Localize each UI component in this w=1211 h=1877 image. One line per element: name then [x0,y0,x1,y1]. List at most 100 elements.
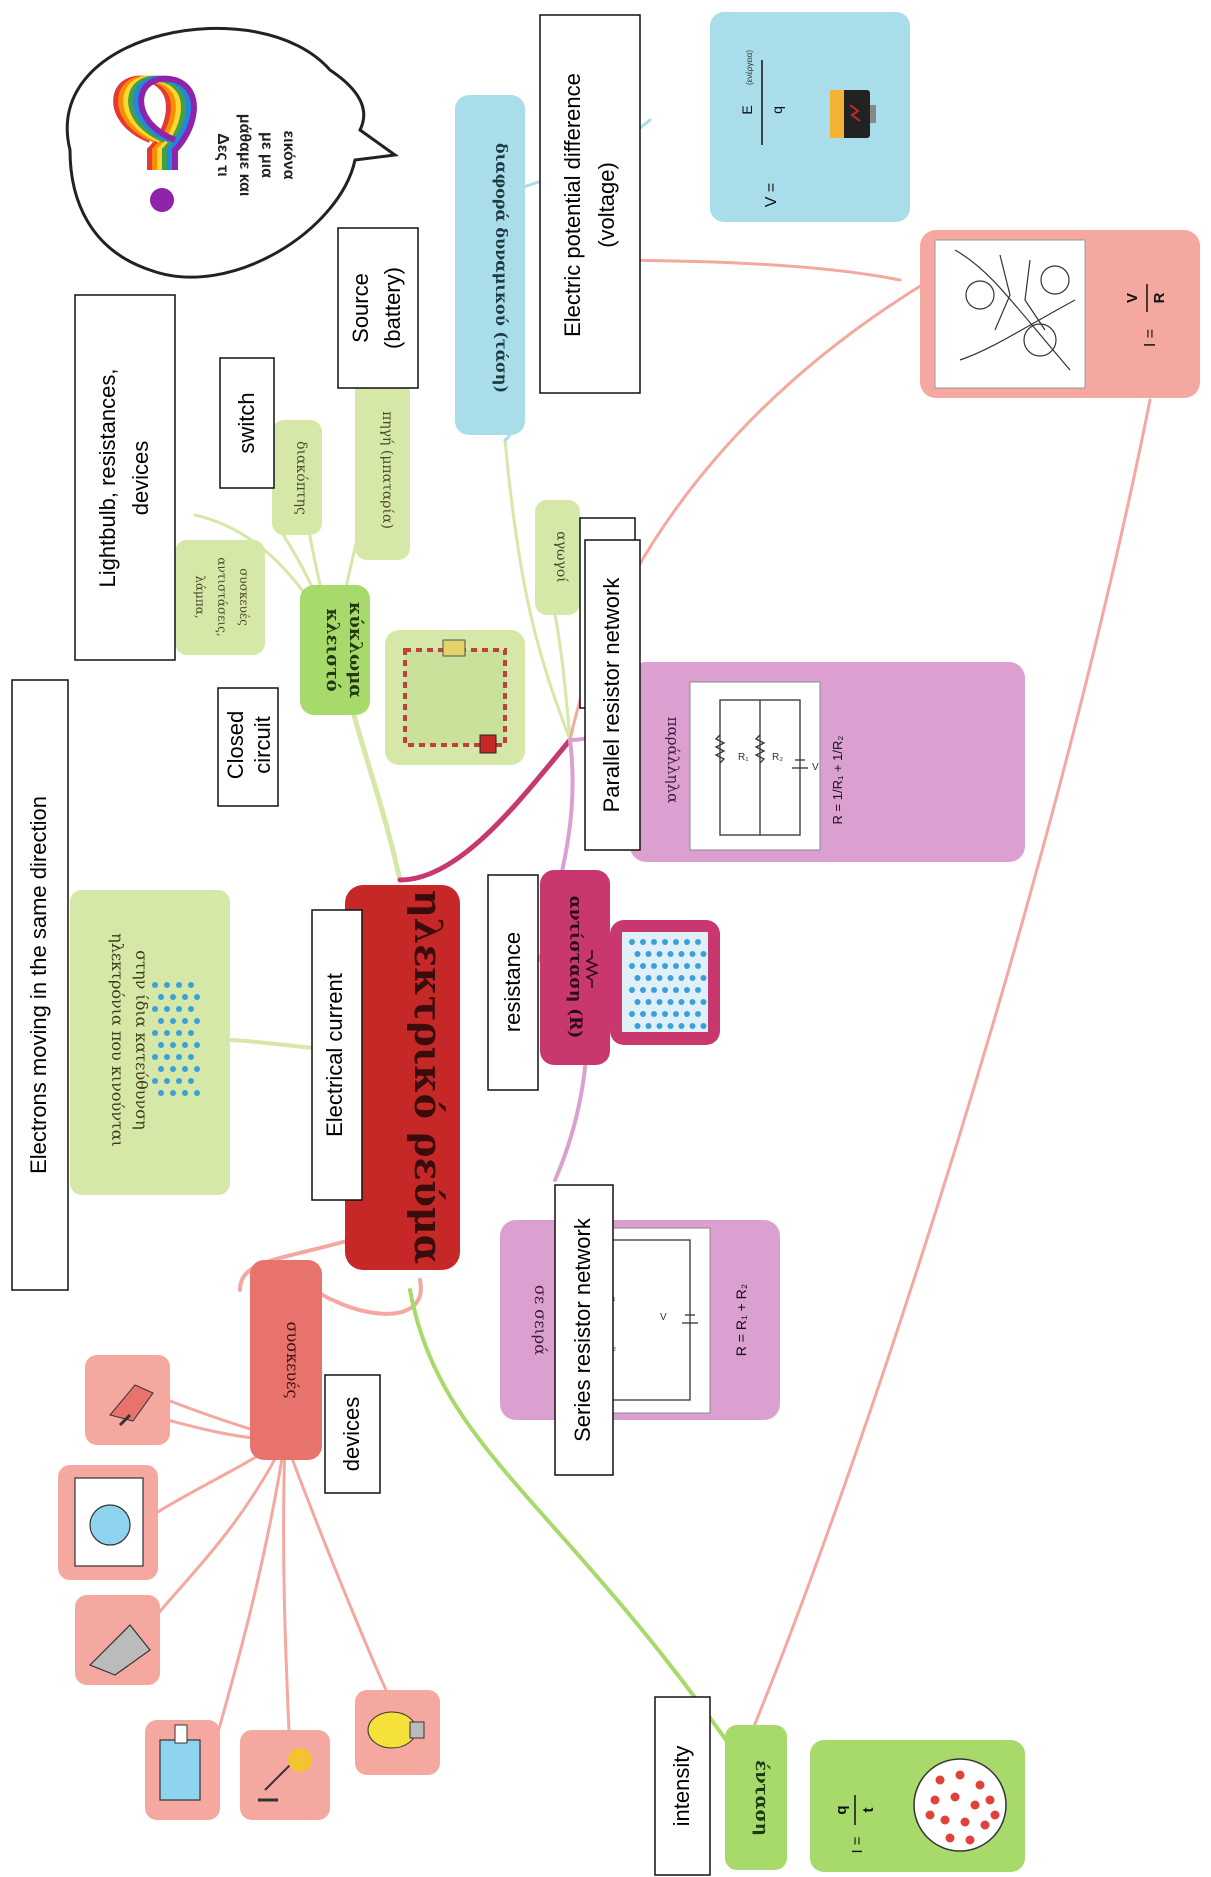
intensity-formula-node[interactable]: I = q t [810,1740,1025,1872]
central-greek-label: ηλεκτρικό ρεύμα [406,890,451,1264]
hairdryer-icon [85,1355,170,1445]
source-node[interactable]: πηγή (μπαταρία) [355,380,410,560]
charge-dot [960,1817,970,1827]
dot [194,1090,200,1096]
electrons-greek-line1: ηλεκτρόνια που κινούνται [108,933,127,1147]
ohm-formula-num: V [1124,293,1141,303]
resistance-english-label: resistance [500,932,525,1032]
resistance-node[interactable]: αντίσταση (R) [540,870,610,1065]
dot [152,1054,158,1060]
central-english-label: Electrical current [322,973,347,1137]
dot [634,951,641,957]
mixer-icon [145,1720,220,1820]
dot [640,987,646,993]
series-node[interactable]: σε σειρά R₁ R₂ V R = R₁ + R₂ [500,1220,780,1420]
dot [188,982,194,988]
dot [684,939,690,945]
ohm-cartoon-picture [954,249,1076,371]
voltage-formula-node[interactable]: V = E (ενέργεια) q [710,12,910,222]
intensity-formula-num: q [833,1805,850,1814]
dot [629,1011,635,1017]
electron-dots-picture [152,982,200,1096]
charge-dot [970,1800,980,1810]
dot [634,999,641,1005]
switch-node[interactable]: διακόπτης [272,420,322,535]
dot [152,1078,158,1084]
conductors-node[interactable]: αγωγοί [535,500,580,615]
desk-lamp-icon [240,1730,330,1820]
closed-circuit-node[interactable]: κλειστό κύκλωμα [300,585,370,715]
dot [152,1006,158,1012]
parallel-formula: R = 1/R₁ + 1/R₂ [830,736,845,825]
dot [656,999,663,1005]
voltage-formula-num-sub: (ενέργεια) [745,50,754,85]
dot [689,951,696,957]
speech-bubble: Δες τι μάθαμε και με μια εικόνα [65,26,399,279]
dot [651,1011,657,1017]
charge-dot [965,1835,975,1845]
source-english-line2: (battery) [380,267,405,349]
voltage-formula-v: V = [763,183,780,207]
iron-icon [75,1595,160,1685]
intensity-english-box: intensity [654,1696,711,1876]
battery-icon [830,90,876,138]
dot [689,975,696,981]
dot [170,1018,176,1024]
lightbulb-node[interactable]: λάμπα, αντιστάσεις, συσκευές [175,540,265,655]
charge-dot [945,1833,955,1843]
dot [700,975,707,981]
dot [176,1030,182,1036]
dot [678,999,685,1005]
dot [700,1023,707,1029]
dot [158,1090,164,1096]
devices-node[interactable]: συσκευές [250,1260,322,1460]
bubble-line2: μάθαμε και [236,114,253,197]
charge-dots [925,1770,1000,1845]
dot [182,1090,188,1096]
devices-greek-label: συσκευές [283,1322,302,1399]
dot [176,1078,182,1084]
dot [194,1066,200,1072]
dot [640,1011,646,1017]
dot [164,1006,170,1012]
resistance-greek-label: αντίσταση (R) [565,896,585,1039]
dot [673,963,679,969]
dot [152,982,158,988]
voltage-formula-num: E [739,105,755,114]
dot [645,951,652,957]
dot [170,1090,176,1096]
series-english-label: Series resistor network [570,1217,595,1442]
ohm-node[interactable]: I = V R [920,230,1200,398]
dot [158,1018,164,1024]
lightbulb-icon [355,1690,440,1775]
closed-circuit-picture [385,630,525,765]
charge-dot [930,1795,940,1805]
series-greek-label: σε σειρά [531,1285,550,1355]
central-node[interactable]: ηλεκτρικό ρεύμα [345,885,460,1270]
voltage-node[interactable]: διαφορά δυναμικού (τάση) [455,95,525,435]
dot [695,1011,701,1017]
dot [164,1030,170,1036]
voltage-english-line1: Electric potential difference [560,73,585,337]
dot [170,1042,176,1048]
intensity-formula-i: I = [849,1836,866,1853]
intensity-node[interactable]: ένταση [725,1725,787,1870]
dot [678,975,685,981]
dot [678,951,685,957]
ohm-formula-den: R [1151,292,1168,303]
voltage-greek-label: διαφορά δυναμικού (τάση) [492,143,511,393]
voltage-english-box: Electric potential difference (voltage) [539,14,641,394]
dot [188,1078,194,1084]
dot [170,994,176,1000]
bubble-line1: Δες τι [214,133,231,176]
intensity-english-label: intensity [669,1746,694,1827]
dot [176,982,182,988]
dot [673,1011,679,1017]
dot [651,963,657,969]
charge-dot [980,1820,990,1830]
electrons-node[interactable]: ηλεκτρόνια που κινούνται στην ίδια κατεύ… [70,890,230,1195]
dot [656,1023,663,1029]
lightbulb-greek-line1: λάμπα, [193,575,207,618]
closed-circuit-greek-line2: κύκλωμα [345,602,366,698]
dot [152,1030,158,1036]
